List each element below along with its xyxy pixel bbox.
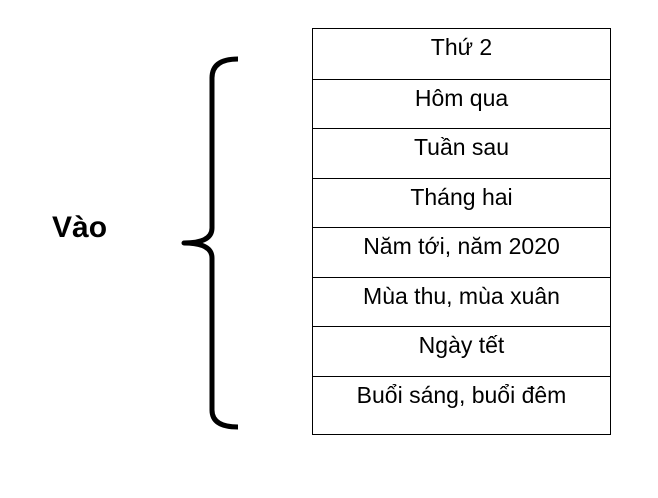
- table-cell: Hôm qua: [313, 78, 610, 129]
- curly-brace-icon: [181, 56, 239, 430]
- table-cell: Mùa thu, mùa xuân: [313, 276, 610, 327]
- table-cell: Ngày tết: [313, 326, 610, 376]
- table-cell: Buổi sáng, buổi đêm: [313, 375, 610, 435]
- time-expressions-table: Thứ 2 Hôm qua Tuần sau Tháng hai Năm tới…: [312, 28, 611, 435]
- table-cell: Năm tới, năm 2020: [313, 227, 610, 277]
- table-cell: Tháng hai: [313, 177, 610, 228]
- table-cell: Thứ 2: [430, 34, 493, 60]
- table-cell: Tuần sau: [313, 128, 610, 178]
- preposition-label: Vào: [52, 211, 108, 244]
